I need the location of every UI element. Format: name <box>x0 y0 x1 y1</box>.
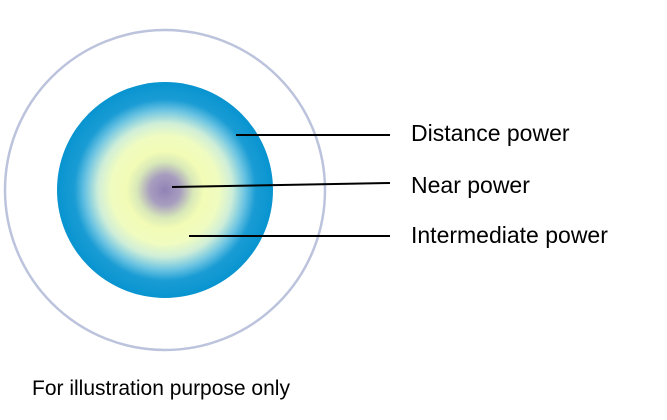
near-power-label: Near power <box>411 172 530 198</box>
lens-power-zones <box>57 82 273 298</box>
illustration-caption: For illustration purpose only <box>32 377 290 400</box>
near-leader-line <box>171 182 391 188</box>
outer-lens-ring <box>3 28 327 352</box>
distance-power-label: Distance power <box>411 120 570 146</box>
intermediate-power-label: Intermediate power <box>411 222 608 248</box>
